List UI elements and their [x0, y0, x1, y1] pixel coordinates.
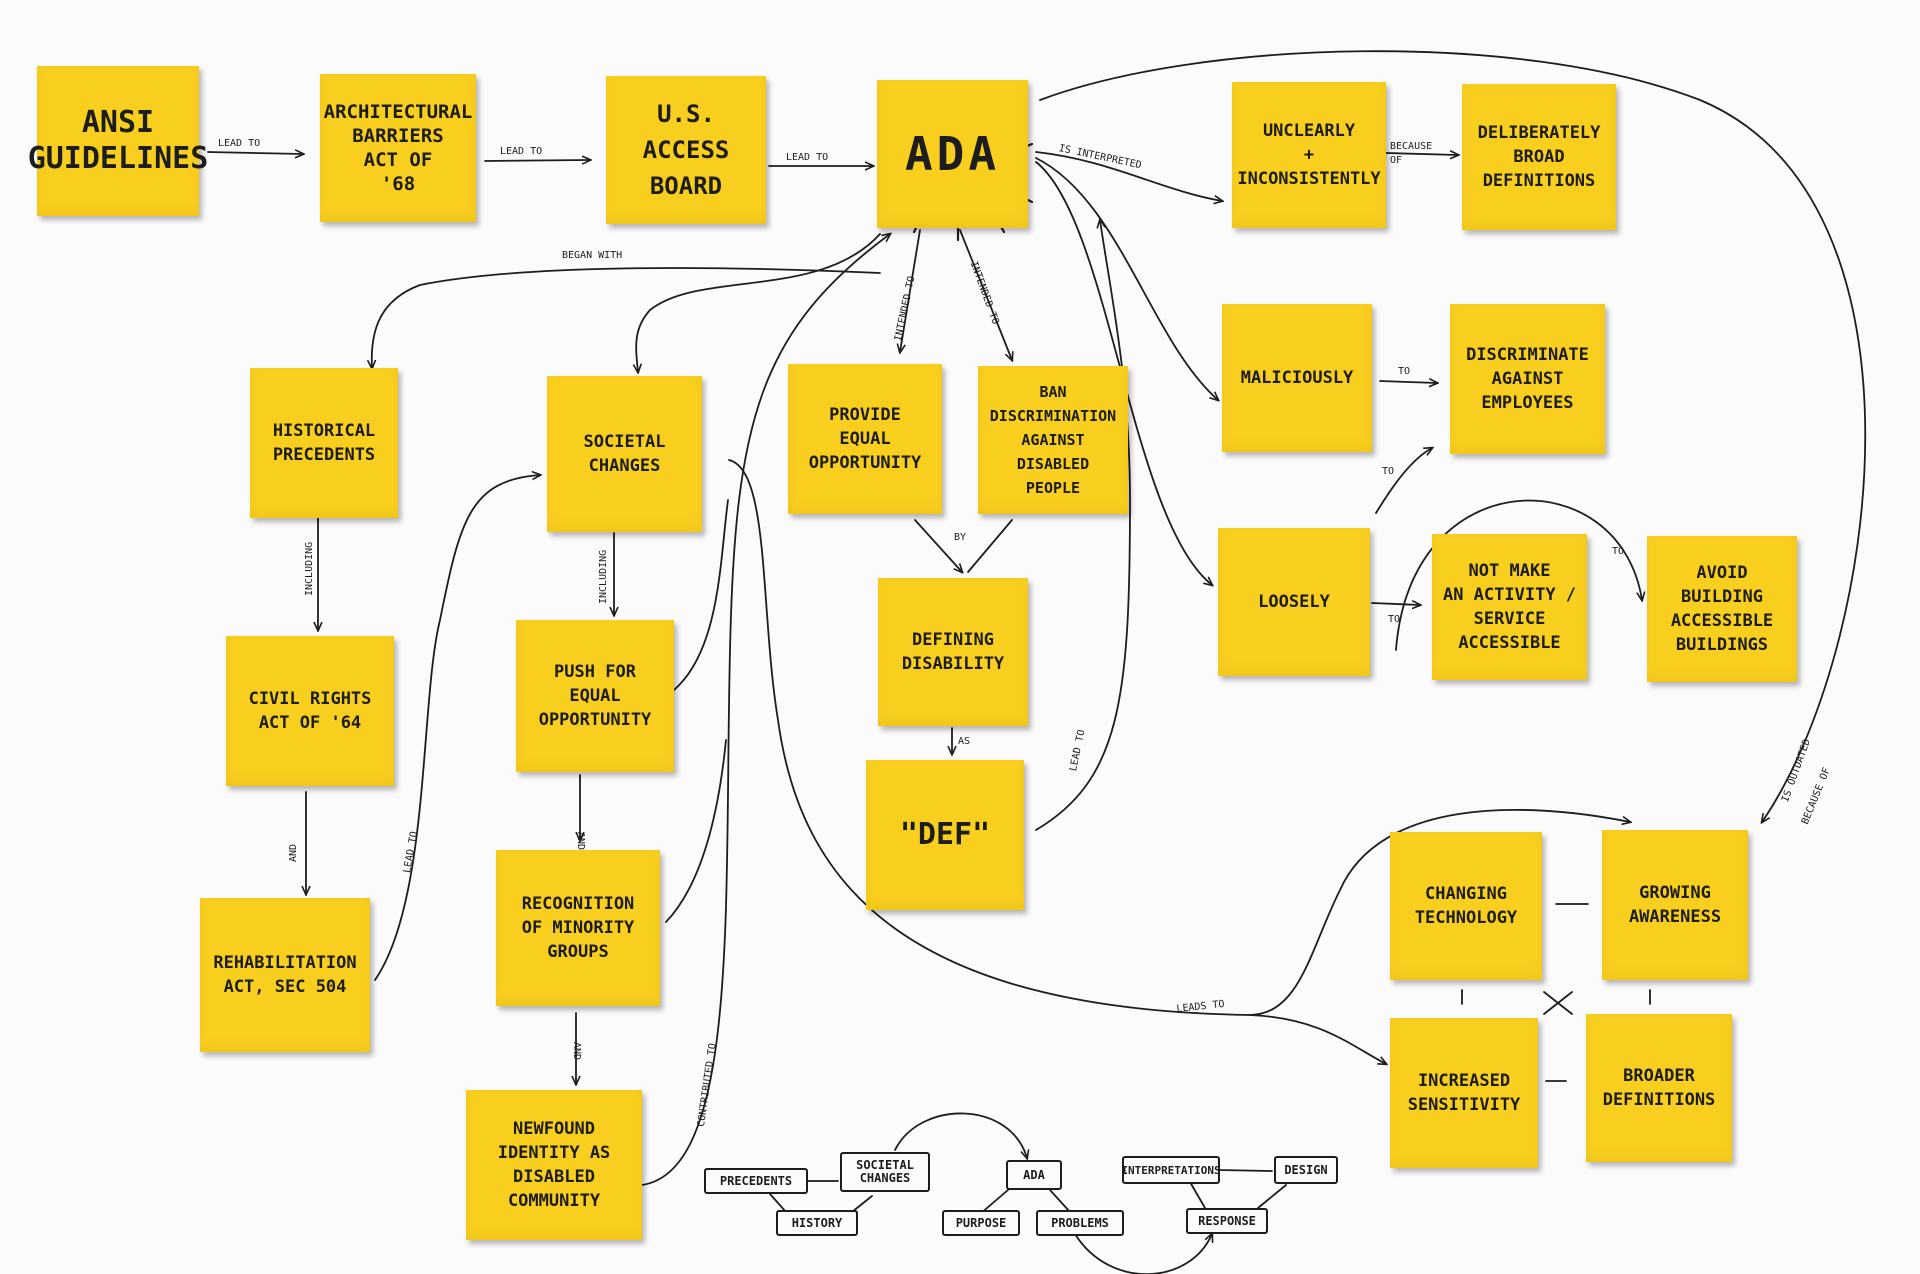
legend-problems: Problems — [1036, 1210, 1124, 1236]
arrow-loosely-avoid — [1395, 499, 1642, 651]
label-to-1: To — [1398, 366, 1411, 377]
label-lead-to-3: Lead to — [786, 152, 829, 163]
cross-mark — [1543, 991, 1573, 1015]
note-broader-definitions: Broader Definitions — [1586, 1014, 1732, 1162]
note-changing-technology: Changing Technology — [1390, 832, 1542, 980]
note-discriminate: Discriminate Against Employees — [1450, 304, 1605, 454]
label-and-1: And — [288, 843, 299, 862]
arrow-unclearly-broad — [1385, 153, 1458, 155]
legend-line-history-precedents — [769, 1193, 787, 1213]
label-to-4: To — [1612, 546, 1625, 557]
label-began-with: Began With — [562, 250, 623, 261]
legend-response: Response — [1186, 1208, 1268, 1234]
note-growing-awareness: Growing Awareness — [1602, 830, 1748, 980]
line-ban-defining — [967, 519, 1013, 573]
line-began-with — [372, 267, 881, 368]
line-equal-defining — [914, 519, 962, 572]
legend-history: History — [776, 1210, 858, 1236]
note-maliciously: Maliciously — [1222, 304, 1372, 452]
label-because-of: Because of — [1390, 141, 1433, 166]
label-and-3: And — [571, 1042, 582, 1061]
arrow-ansi-aba — [207, 152, 303, 154]
note-provide-equal-opportunity: Provide Equal Opportunity — [788, 364, 942, 514]
label-including-1: Including — [304, 541, 315, 596]
label-lead-to-1: Lead to — [218, 138, 261, 149]
arrow-ada-ban — [959, 229, 1012, 360]
label-including-2: Including — [598, 549, 609, 604]
arrow-aba-board — [484, 160, 590, 161]
label-to-2: To — [1382, 466, 1395, 477]
legend-line-history-societal — [851, 1195, 873, 1213]
arrow-newfound-ada — [641, 234, 890, 1186]
arrow-ada-maliciously — [1035, 157, 1218, 400]
arrow-def-ada — [1035, 220, 1131, 831]
note-ada: ADA — [877, 80, 1028, 228]
label-and-2: And — [575, 832, 586, 851]
note-societal-changes: Societal Changes — [547, 376, 702, 532]
arrow-loosely-discriminate — [1375, 448, 1432, 514]
legend-line-interp-design — [1217, 1169, 1273, 1172]
note-newfound-identity: Newfound Identity as Disabled Community — [466, 1090, 642, 1240]
note-not-make-accessible: Not Make An Activity / Service Accessibl… — [1432, 534, 1587, 680]
legend-design: Design — [1274, 1156, 1338, 1184]
note-architectural-barriers: Architectural Barriers Act of '68 — [320, 74, 476, 222]
note-civil-rights-act: Civil Rights Act of '64 — [226, 636, 394, 786]
arrow-ada-loop-growing — [1039, 50, 1867, 822]
legend-purpose: Purpose — [942, 1210, 1020, 1236]
note-loosely: Loosely — [1218, 528, 1370, 676]
note-rehabilitation-act: Rehabilitation Act, Sec 504 — [200, 898, 370, 1052]
label-to-3: To — [1388, 614, 1401, 625]
note-recognition-minority: Recognition of Minority Groups — [496, 850, 660, 1006]
note-historical-precedents: Historical Precedents — [250, 368, 398, 518]
arrow-ada-unclearly — [1035, 151, 1222, 201]
arrow-loosely-notmake — [1371, 603, 1420, 605]
arrow-societal-leads — [728, 459, 1630, 1016]
note-access-board: U.S. Access Board — [606, 76, 766, 224]
arrow-ada-societal — [636, 233, 881, 372]
legend-interpretations: Interpretations — [1121, 1156, 1221, 1184]
legend-line-response-design — [1257, 1184, 1287, 1209]
note-increased-sensitivity: Increased Sensitivity — [1390, 1018, 1538, 1168]
arrow-maliciously-discriminate — [1379, 381, 1437, 383]
note-defining-disability: Defining Disability — [878, 578, 1028, 726]
note-ansi: ANSI Guidelines — [28, 66, 208, 216]
legend-arc-societal-ada — [894, 1112, 1027, 1158]
arrow-leads-increased — [1249, 1014, 1386, 1064]
label-lead-to-2: Lead to — [500, 146, 543, 157]
line-push-contrib — [673, 499, 729, 691]
note-ban-discrimination: Ban Discrimination Against Disabled Peop… — [978, 366, 1128, 514]
legend-ada: ADA — [1006, 1160, 1062, 1190]
note-def: "Def" — [866, 760, 1024, 910]
line-minority-contrib — [665, 739, 727, 923]
legend-line-interp-response — [1189, 1181, 1206, 1209]
note-deliberately-broad: Deliberately Broad Definitions — [1462, 84, 1616, 230]
note-unclearly: Unclearly + Inconsistently — [1232, 82, 1386, 228]
note-push-equal-opportunity: Push For Equal Opportunity — [516, 620, 674, 772]
legend-societal-changes: Societal Changes — [840, 1152, 930, 1192]
label-by: By — [954, 532, 967, 543]
legend-line-ada-problems — [1049, 1189, 1071, 1213]
label-as: As — [958, 736, 971, 747]
arrow-rehab-societal — [374, 475, 540, 981]
note-avoid-building: Avoid Building Accessible Buildings — [1647, 536, 1797, 682]
legend-precedents: Precedents — [704, 1168, 808, 1194]
legend-arc-problems-response — [1074, 1234, 1212, 1274]
arrow-ada-equal — [900, 229, 921, 352]
